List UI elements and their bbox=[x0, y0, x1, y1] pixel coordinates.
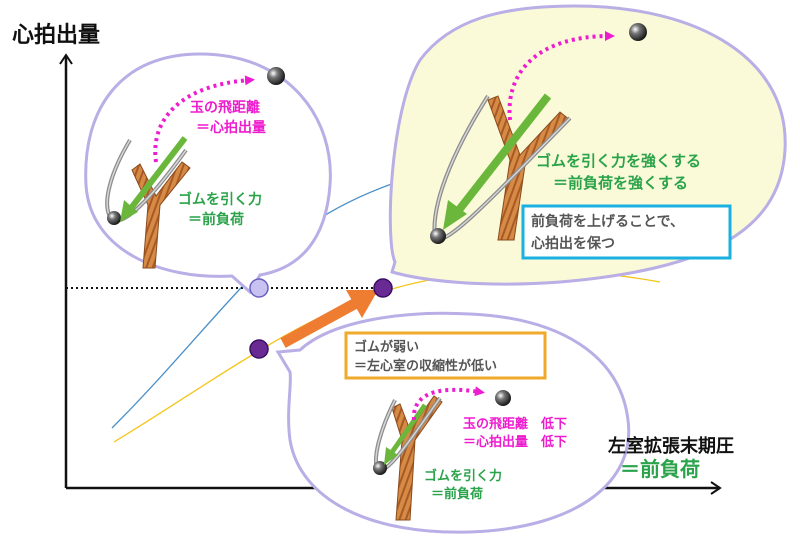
note-line-1: 前負荷を上げることで、 bbox=[531, 213, 684, 230]
ball-normal bbox=[267, 67, 285, 85]
weak-box-line-2: ＝左心室の収縮性が低い bbox=[354, 358, 497, 374]
weak-contractility-box bbox=[344, 331, 547, 380]
y-axis-label: 心拍出量 bbox=[12, 22, 100, 48]
pull-label-strong: ゴムを引く力を強くする bbox=[536, 152, 701, 170]
pull-label-normal: ゴムを引く力 bbox=[178, 191, 262, 208]
trajectory-strong bbox=[507, 31, 615, 121]
note-line-2: 心拍出を保つ bbox=[531, 235, 615, 252]
pull-arrow-weak bbox=[387, 403, 428, 457]
pull-value-normal: ＝前負荷 bbox=[188, 211, 244, 228]
x-axis-sublabel: ＝前負荷 bbox=[620, 457, 700, 481]
pull-arrow-normal bbox=[125, 136, 188, 214]
pull-label-weak: ゴムを引く力 bbox=[424, 468, 502, 484]
shift-arrow bbox=[280, 298, 359, 348]
ball-strong bbox=[629, 23, 647, 41]
slingshot-weak bbox=[373, 395, 443, 521]
pull-arrowhead-normal bbox=[120, 200, 138, 222]
pull-arrowhead-strong bbox=[443, 200, 467, 230]
distance-value-normal: ＝心拍出量 bbox=[196, 119, 266, 136]
ball-weak bbox=[495, 390, 511, 406]
slingshot-strong bbox=[430, 94, 572, 244]
pull-value-strong: ＝前負荷を強くする bbox=[553, 174, 688, 192]
distance-label-weak: 玉の飛距離 低下 bbox=[463, 416, 567, 432]
point-normal bbox=[249, 278, 269, 298]
trajectory-normal bbox=[153, 75, 255, 163]
pull-arrow-strong bbox=[451, 93, 552, 218]
point-weak-low bbox=[249, 339, 269, 359]
weak-box-line-1: ゴムが弱い bbox=[354, 339, 419, 355]
shift-arrowhead bbox=[346, 290, 378, 318]
note-box bbox=[521, 204, 732, 260]
x-axis-label: 左室拡張末期圧 bbox=[608, 435, 734, 457]
pull-value-weak: ＝前負荷 bbox=[431, 486, 483, 502]
distance-value-weak: ＝心拍出量 低下 bbox=[463, 434, 567, 450]
trajectory-weak bbox=[411, 386, 485, 421]
distance-label-normal: 玉の飛距離 bbox=[190, 99, 260, 116]
point-weak-compensated bbox=[373, 278, 393, 298]
pull-arrowhead-weak bbox=[384, 447, 398, 465]
